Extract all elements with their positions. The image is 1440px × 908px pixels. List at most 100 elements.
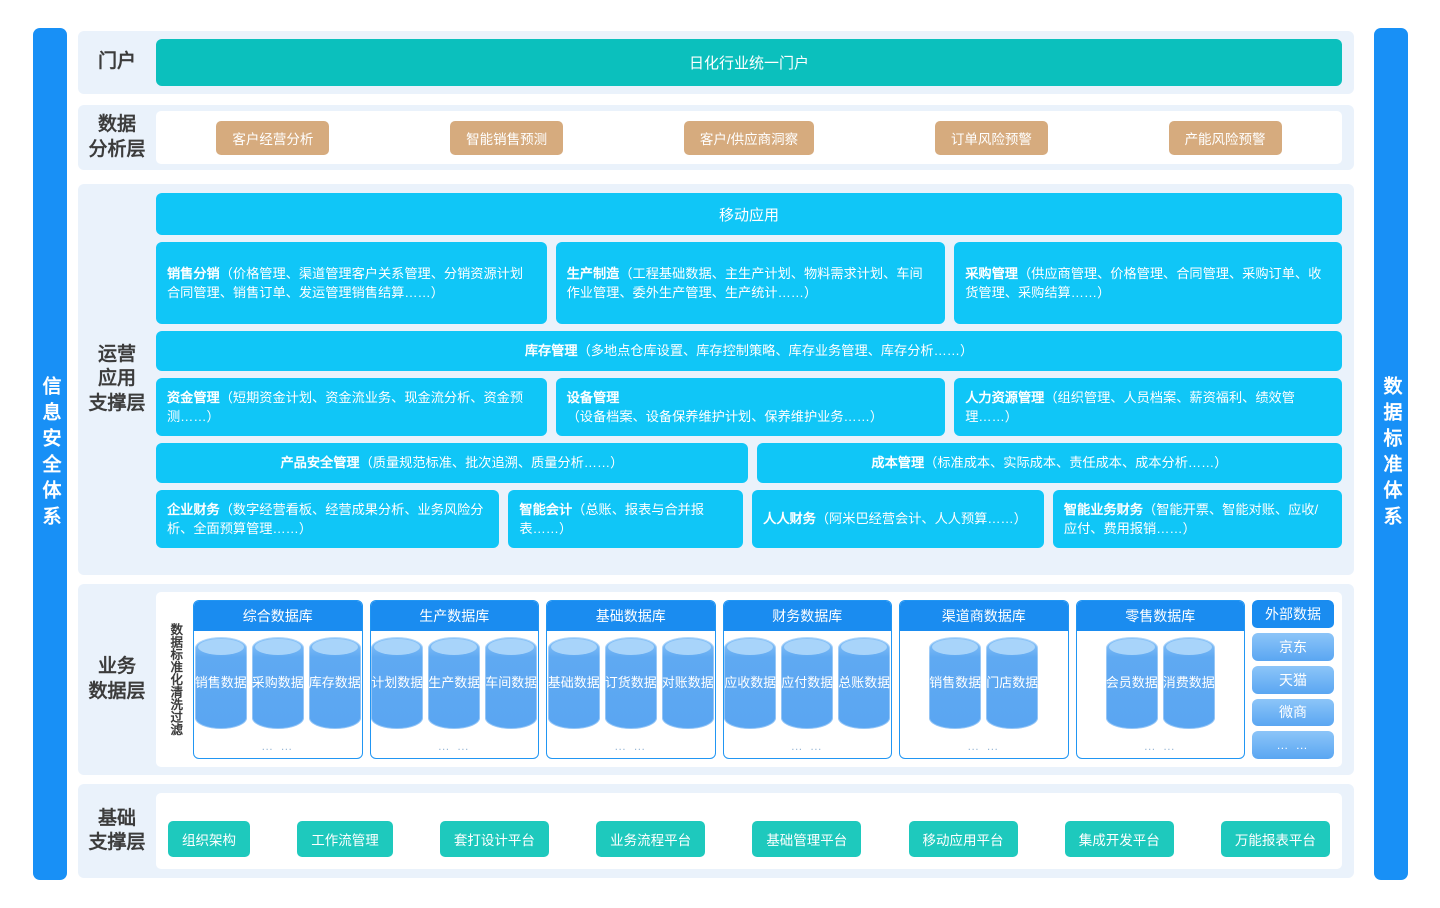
foundation-tag-business-process[interactable]: 业务流程平台 <box>596 821 706 857</box>
module-title: 成本管理 <box>871 455 925 471</box>
mobile-application-bar[interactable]: 移动应用 <box>156 193 1342 235</box>
database-title: 渠道商数据库 <box>900 601 1068 631</box>
module-sales-distribution[interactable]: 销售分销（价格管理、渠道管理客户关系管理、分销资源计划合同管理、销售订单、发运管… <box>156 242 547 324</box>
foundation-tag-mobile-app[interactable]: 移动应用平台 <box>908 821 1018 857</box>
data-cylinder[interactable]: 订货数据 <box>604 637 657 729</box>
module-manufacturing[interactable]: 生产制造（工程基础数据、主生产计划、物料需求计划、车间作业管理、委外生产管理、生… <box>555 242 946 324</box>
module-detail: （阿米巴经营会计、人人预算……） <box>815 511 1027 527</box>
module-detail: （标准成本、实际成本、责任成本、成本分析……） <box>924 455 1228 471</box>
data-cylinder[interactable]: 总账数据 <box>838 637 890 729</box>
foundation-tag-container: 组织架构 工作流管理 套打设计平台 业务流程平台 基础管理平台 移动应用平台 集… <box>156 793 1342 869</box>
data-cylinder[interactable]: 消费数据 <box>1162 637 1215 729</box>
more-indicator: … … <box>1143 739 1177 753</box>
module-detail: （质量规范标准、批次追溯、质量分析……） <box>359 455 624 471</box>
operation-label-line2: 应用 <box>97 368 136 390</box>
layer-portal-label: 门户 <box>97 51 136 73</box>
database-container: 数据标准化清洗过滤 综合数据库 销售数据 采购数据 库存数据 … … <box>156 592 1342 767</box>
external-source-jd[interactable]: 京东 <box>1252 633 1334 661</box>
foundation-tag-basic-management[interactable]: 基础管理平台 <box>752 821 862 857</box>
sidebar-data-standard: 数据标准体系 <box>1374 28 1408 880</box>
more-indicator: … … <box>790 739 824 753</box>
foundation-tag-org[interactable]: 组织架构 <box>168 821 250 857</box>
foundation-tag-integration-dev[interactable]: 集成开发平台 <box>1064 821 1174 857</box>
module-title: 产品安全管理 <box>280 455 360 471</box>
portal-unified-bar[interactable]: 日化行业统一门户 <box>156 39 1342 86</box>
data-cylinder[interactable]: 应收数据 <box>724 637 776 729</box>
sidebar-right-label: 数据标准体系 <box>1380 376 1402 532</box>
data-cylinder[interactable]: 会员数据 <box>1105 637 1158 729</box>
database-group-retail[interactable]: 零售数据库 会员数据 消费数据 … … <box>1075 600 1245 759</box>
data-cylinder[interactable]: 销售数据 <box>194 637 247 729</box>
module-title: 人人财务 <box>763 511 816 527</box>
module-detail: （工程基础数据、主生产计划、物料需求计划、车间作业管理、委外生产管理、生产统计…… <box>566 265 923 300</box>
database-group-channel[interactable]: 渠道商数据库 销售数据 门店数据 … … <box>899 600 1069 759</box>
analysis-label-line1: 数据 <box>97 114 136 136</box>
data-cylinder[interactable]: 门店数据 <box>986 637 1038 729</box>
module-title: 库存管理 <box>524 343 578 359</box>
module-detail: （组织管理、人员档案、薪资福利、绩效管理……） <box>965 389 1295 424</box>
module-inventory[interactable]: 库存管理（多地点仓库设置、库存控制策略、库存业务管理、库存分析……） <box>156 331 1342 371</box>
data-cylinder[interactable]: 销售数据 <box>929 637 981 729</box>
module-everyone-finance[interactable]: 人人财务（阿米巴经营会计、人人预算……） <box>752 490 1044 548</box>
database-group-basic[interactable]: 基础数据库 基础数据 订货数据 对账数据 … … <box>546 600 716 759</box>
module-human-resources[interactable]: 人力资源管理（组织管理、人员档案、薪资福利、绩效管理……） <box>954 378 1342 436</box>
data-cylinder[interactable]: 应付数据 <box>781 637 833 729</box>
database-title: 生产数据库 <box>370 601 538 631</box>
data-cylinder[interactable]: 采购数据 <box>251 637 304 729</box>
layer-foundation-label: 基础 支撑层 <box>78 807 156 856</box>
module-detail: （供应商管理、价格管理、合同管理、采购订单、收货管理、采购结算……） <box>965 265 1322 300</box>
module-cost-management[interactable]: 成本管理（标准成本、实际成本、责任成本、成本分析……） <box>756 443 1342 483</box>
foundation-tag-workflow[interactable]: 工作流管理 <box>297 821 393 857</box>
layer-foundation-support: 基础 支撑层 组织架构 工作流管理 套打设计平台 业务流程平台 基础管理平台 移… <box>78 784 1354 878</box>
module-title: 资金管理 <box>167 389 220 405</box>
data-cylinder[interactable]: 车间数据 <box>485 637 537 729</box>
data-cylinder[interactable]: 基础数据 <box>547 637 600 729</box>
data-cylinder[interactable]: 对账数据 <box>661 637 714 729</box>
sidebar-information-security: 信息安全体系 <box>33 28 67 880</box>
module-fund-management[interactable]: 资金管理（短期资金计划、资金流业务、现金流分析、资金预测……） <box>156 378 547 436</box>
module-product-safety[interactable]: 产品安全管理（质量规范标准、批次追溯、质量分析……） <box>156 443 748 483</box>
module-title: 人力资源管理 <box>965 389 1045 405</box>
foundation-label-line2: 支撑层 <box>88 832 146 853</box>
analysis-tag[interactable]: 客户经营分析 <box>216 120 330 155</box>
database-title: 综合数据库 <box>194 601 362 631</box>
module-detail: （智能开票、智能对账、应收/应付、费用报销……） <box>1063 501 1319 536</box>
analysis-tag[interactable]: 智能销售预测 <box>450 120 564 155</box>
database-group-comprehensive[interactable]: 综合数据库 销售数据 采购数据 库存数据 … … <box>193 600 363 759</box>
mobile-application-label: 移动应用 <box>718 206 779 224</box>
analysis-tag[interactable]: 产能风险预警 <box>1168 120 1282 155</box>
business-data-label-line2: 数据层 <box>88 680 146 702</box>
database-title: 零售数据库 <box>1076 601 1244 631</box>
external-source-tmall[interactable]: 天猫 <box>1252 665 1334 694</box>
external-source-more[interactable]: … … <box>1252 731 1334 759</box>
module-smart-accounting[interactable]: 智能会计（总账、报表与合并报表……） <box>508 490 744 548</box>
data-cylinder[interactable]: 库存数据 <box>308 637 361 729</box>
data-cylinder[interactable]: 计划数据 <box>371 637 423 729</box>
module-purchasing[interactable]: 采购管理（供应商管理、价格管理、合同管理、采购订单、收货管理、采购结算……） <box>954 242 1342 324</box>
analysis-label-line2: 分析层 <box>88 138 146 160</box>
database-group-production[interactable]: 生产数据库 计划数据 生产数据 车间数据 … … <box>369 600 539 759</box>
module-detail: （短期资金计划、资金流业务、现金流分析、资金预测……） <box>167 389 524 424</box>
module-enterprise-finance[interactable]: 企业财务（数字经营看板、经营成果分析、业务风险分析、全面预算管理……） <box>156 490 500 548</box>
module-title: 智能会计 <box>519 501 573 517</box>
analysis-tag[interactable]: 客户/供应商洞察 <box>683 120 815 155</box>
external-data-title: 外部数据 <box>1252 600 1334 628</box>
analysis-tag[interactable]: 订单风险预警 <box>934 120 1048 155</box>
database-group-finance[interactable]: 财务数据库 应收数据 应付数据 总账数据 … … <box>722 600 892 759</box>
foundation-tag-universal-report[interactable]: 万能报表平台 <box>1220 821 1330 857</box>
foundation-tag-form-design[interactable]: 套打设计平台 <box>439 821 549 857</box>
portal-bar-label: 日化行业统一门户 <box>688 55 809 72</box>
module-detail: （价格管理、渠道管理客户关系管理、分销资源计划合同管理、销售订单、发运管理销售结… <box>167 265 524 300</box>
module-title: 企业财务 <box>167 501 220 517</box>
layer-operation-support: 运营 应用 支撑层 移动应用 销售分销（价格管理、渠道管理客户关系管理、分销资源… <box>78 184 1354 575</box>
module-equipment-management[interactable]: 设备管理（设备档案、设备保养维护计划、保养维护业务……） <box>555 378 946 436</box>
database-title: 基础数据库 <box>547 601 715 631</box>
external-source-weishang[interactable]: 微商 <box>1252 698 1334 727</box>
data-cylinder[interactable]: 生产数据 <box>428 637 480 729</box>
module-smart-business-finance[interactable]: 智能业务财务（智能开票、智能对账、应收/应付、费用报销……） <box>1052 490 1342 548</box>
more-indicator: … … <box>967 739 1001 753</box>
data-cleaning-label: 数据标准化清洗过滤 <box>168 623 183 736</box>
database-title: 财务数据库 <box>723 601 891 631</box>
module-detail: （多地点仓库设置、库存控制策略、库存业务管理、库存分析……） <box>577 343 974 359</box>
